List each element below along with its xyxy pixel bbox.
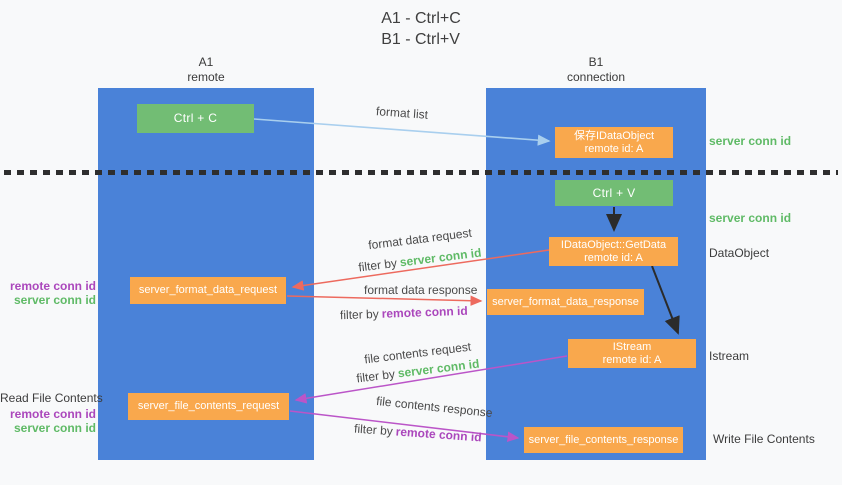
label-server-conn-id-format: server conn id (13, 293, 96, 307)
label-format-list: format list (375, 104, 429, 122)
label-server-conn-id-file: server conn id (13, 421, 96, 435)
node-save-idataobject: 保存IDataObject remote id: A (555, 127, 673, 158)
label-read-file-contents: Read File Contents (0, 391, 103, 405)
node-server-file-contents-request: server_file_contents_request (128, 393, 289, 420)
node-save-idataobject-line1: 保存IDataObject (573, 129, 655, 142)
label-remote-conn-id-format: remote conn id (9, 279, 96, 293)
lane-b1-name: B1 (588, 55, 604, 69)
node-istream-line1: IStream (612, 340, 652, 353)
node-save-idataobject-line2: remote id: A (584, 142, 644, 155)
label-format-data-response: format data response (364, 283, 478, 297)
remote-conn-id-text: remote conn id (395, 424, 483, 445)
node-ctrl-c-label: Ctrl + C (173, 111, 218, 125)
node-ctrl-c: Ctrl + C (137, 104, 254, 133)
label-istream: Istream (709, 349, 750, 363)
filter-by-text: filter by (355, 366, 396, 386)
filter-by-text: filter by (339, 306, 379, 323)
lane-a1-subtitle: remote (187, 70, 225, 84)
lane-a1-name: A1 (198, 55, 214, 69)
node-idataobject-getdata-line2: remote id: A (584, 251, 643, 264)
label-remote-conn-id-file: remote conn id (9, 407, 96, 421)
node-server-file-contents-request-label: server_file_contents_request (137, 400, 280, 412)
lane-b1-subtitle: connection (566, 70, 626, 84)
server-conn-id-text: server conn id (398, 245, 483, 270)
node-ctrl-v-label: Ctrl + V (592, 185, 636, 200)
label-server-conn-id-top-right: server conn id (709, 134, 792, 148)
node-istream: IStream remote id: A (568, 339, 696, 368)
remote-conn-id-text: remote conn id (381, 303, 468, 321)
label-dataobject: DataObject (709, 246, 770, 260)
node-idataobject-getdata-line1: IDataObject::GetData (560, 238, 667, 251)
lane-a1-header: A1 remote (98, 55, 314, 85)
node-ctrl-v: Ctrl + V (555, 180, 673, 206)
label-write-file-contents: Write File Contents (713, 432, 815, 446)
node-server-format-data-request-label: server_format_data_request (138, 284, 278, 296)
dotted-separator (4, 170, 838, 175)
node-istream-line2: remote id: A (602, 353, 662, 366)
node-server-file-contents-response: server_file_contents_response (524, 427, 683, 453)
label-file-contents-response: file contents response (375, 393, 494, 421)
node-server-file-contents-response-label: server_file_contents_response (528, 433, 679, 446)
label-server-conn-id-mid-right: server conn id (709, 211, 792, 225)
filter-by-text: filter by (353, 421, 394, 439)
node-server-format-data-response: server_format_data_response (487, 289, 644, 315)
filter-by-text: filter by (357, 255, 398, 275)
node-server-format-data-response-label: server_format_data_response (492, 295, 639, 308)
title-line-2: B1 - Ctrl+V (381, 31, 460, 48)
page-title: A1 - Ctrl+C B1 - Ctrl+V (0, 8, 842, 50)
title-line-1: A1 - Ctrl+C (381, 10, 461, 27)
node-idataobject-getdata: IDataObject::GetData remote id: A (549, 237, 678, 266)
lane-b1-header: B1 connection (486, 55, 706, 85)
node-server-format-data-request: server_format_data_request (130, 277, 286, 304)
